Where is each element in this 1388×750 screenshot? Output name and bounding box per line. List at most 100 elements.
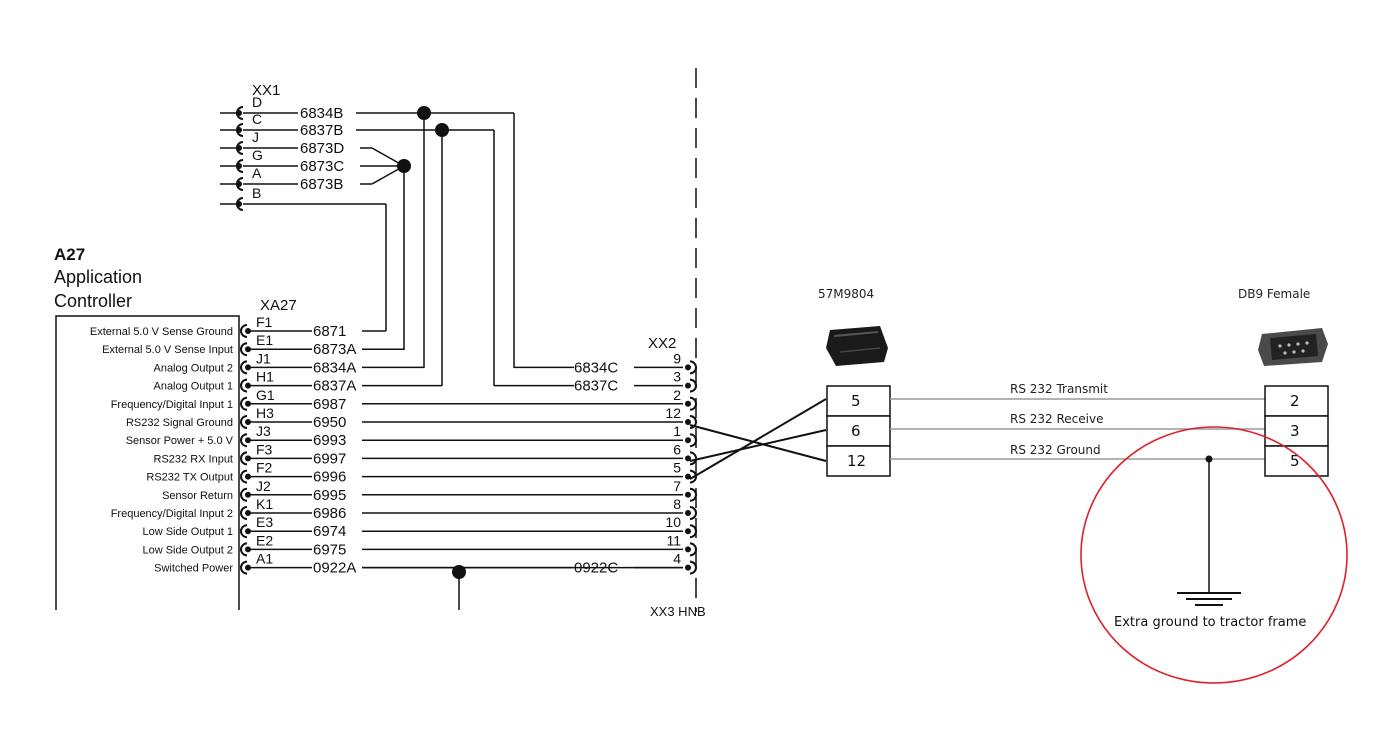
controller-row-pin: E2 <box>256 532 273 548</box>
controller-row-wire: 6975 <box>313 541 346 558</box>
pin-plug-icon <box>689 415 697 429</box>
pin-socket-icon <box>240 451 248 466</box>
connector-left-part: 57M9804 <box>818 287 874 301</box>
controller-row-wire: 0922A <box>313 560 356 577</box>
controller-row-wire: 6987 <box>313 396 346 413</box>
xx1-pin-label: J <box>252 129 259 145</box>
pin-dot <box>685 437 691 444</box>
pin-socket-icon <box>240 324 248 338</box>
controller-row-label: Analog Output 2 <box>153 362 233 374</box>
xx2-pin-label: 5 <box>673 460 681 476</box>
controller-connector-title: XA27 <box>260 297 297 314</box>
xx2-pin-label: 1 <box>673 423 681 439</box>
pin-socket-icon <box>240 506 248 520</box>
xx2-pin-label: 6 <box>673 441 681 457</box>
controller-row-wire: 6974 <box>313 523 346 540</box>
controller-row-wire: 6837A <box>313 378 356 395</box>
controller-row: Low Side Output 2 E2 6975 11 <box>142 532 697 558</box>
xx2-wire-label: 6837C <box>574 378 618 395</box>
connector-right-pin: 5 <box>1290 452 1300 470</box>
xx2-pin-label: 8 <box>673 496 681 512</box>
xx2-pin-label: 2 <box>673 387 681 403</box>
controller-row-wire: 6993 <box>313 432 346 449</box>
xx2-pin-label: 7 <box>673 478 681 494</box>
xx1-pin-row: B <box>220 185 387 331</box>
controller-row-pin: K1 <box>256 496 273 512</box>
pin-dot <box>685 546 691 553</box>
xx1-pin-row: D 6834B <box>220 94 514 122</box>
xx1-pin-label: G <box>252 147 263 163</box>
controller-row-pin: E3 <box>256 514 273 530</box>
ground-icon <box>1177 592 1241 606</box>
pin-dot <box>685 382 691 389</box>
pin-socket-icon <box>240 524 248 539</box>
controller-row-label: External 5.0 V Sense Ground <box>90 326 233 338</box>
xx2-pin-label: 4 <box>673 551 681 567</box>
signal-label: RS 232 Receive <box>1010 412 1103 426</box>
connector-left-pin: 5 <box>851 392 861 410</box>
xx1-wire-label: 6837B <box>300 122 343 139</box>
pin-dot <box>685 400 691 407</box>
controller-row-label: Switched Power <box>154 563 233 575</box>
connector-right-part: DB9 Female <box>1238 287 1310 301</box>
pin-socket-icon <box>240 542 248 557</box>
xx1-pin-row: C 6837B <box>220 111 494 139</box>
controller-row-label: RS232 RX Input <box>154 453 234 465</box>
annotation-text: Extra ground to tractor frame <box>1114 615 1306 630</box>
pin-socket-icon <box>240 433 248 448</box>
pin-socket-icon <box>240 360 248 375</box>
xx1-wire-label: 6834B <box>300 105 343 122</box>
controller-name-line1: Application <box>54 267 142 287</box>
xx1-wire-label: 6873B <box>300 176 343 193</box>
controller-row-label: Frequency/Digital Input 1 <box>111 399 233 411</box>
xx2-wire-label: 0922C <box>574 560 618 577</box>
pin-socket-icon <box>240 415 248 429</box>
controller-box <box>55 315 240 610</box>
xx2-pin-label: 11 <box>666 532 681 548</box>
cross-wire <box>689 398 827 480</box>
controller-row-label: Low Side Output 2 <box>142 544 233 556</box>
xx1-wire-label: 6873D <box>300 140 344 157</box>
xx2-wire-label: 6834C <box>574 359 618 376</box>
xx2-pin-label: 3 <box>673 369 681 385</box>
pin-dot <box>685 528 691 535</box>
pin-dot <box>685 364 691 371</box>
controller-row-label: Analog Output 1 <box>153 381 233 393</box>
highlight-circle <box>1080 426 1348 684</box>
controller-row-label: Frequency/Digital Input 2 <box>111 508 233 520</box>
signal-label: RS 232 Transmit <box>1010 382 1108 396</box>
controller-row: Analog Output 1 H1 6837A 6837C 3 <box>153 369 697 395</box>
signal-label: RS 232 Ground <box>1010 443 1101 457</box>
xx1-title: XX1 <box>252 82 280 99</box>
controller-id: A27 <box>54 245 85 264</box>
controller-row-pin: A1 <box>256 551 273 567</box>
pin-dot <box>685 564 691 571</box>
xx2-pin-label: 12 <box>665 405 681 421</box>
controller-row-pin: F2 <box>256 460 273 476</box>
controller-row: Switched Power A1 0922A 0922C 4 <box>154 551 697 577</box>
xx2-pin-label: 10 <box>665 514 681 530</box>
connector-left-icon <box>826 326 888 366</box>
db9-connector-icon <box>1258 328 1328 366</box>
connector-left-pin: 12 <box>847 452 866 470</box>
xx2-pin-label: 9 <box>673 350 681 366</box>
controller-row-pin: F3 <box>256 441 273 457</box>
connector-right-pin: 3 <box>1290 422 1300 440</box>
controller-row-label: Sensor Return <box>162 490 233 502</box>
cross-wire <box>689 424 827 462</box>
controller-row-pin: J2 <box>256 478 271 494</box>
pin-dot <box>685 510 691 516</box>
xx1-pin-row: J 6873D <box>220 129 405 167</box>
pin-socket-icon <box>240 396 248 411</box>
controller-row-pin: H1 <box>256 369 274 385</box>
controller-row-pin: G1 <box>256 387 275 403</box>
pin-dot <box>685 491 691 498</box>
controller-row-wire: 6950 <box>313 414 346 431</box>
controller-row-wire: 6986 <box>313 505 346 522</box>
pin-dot <box>685 419 691 425</box>
